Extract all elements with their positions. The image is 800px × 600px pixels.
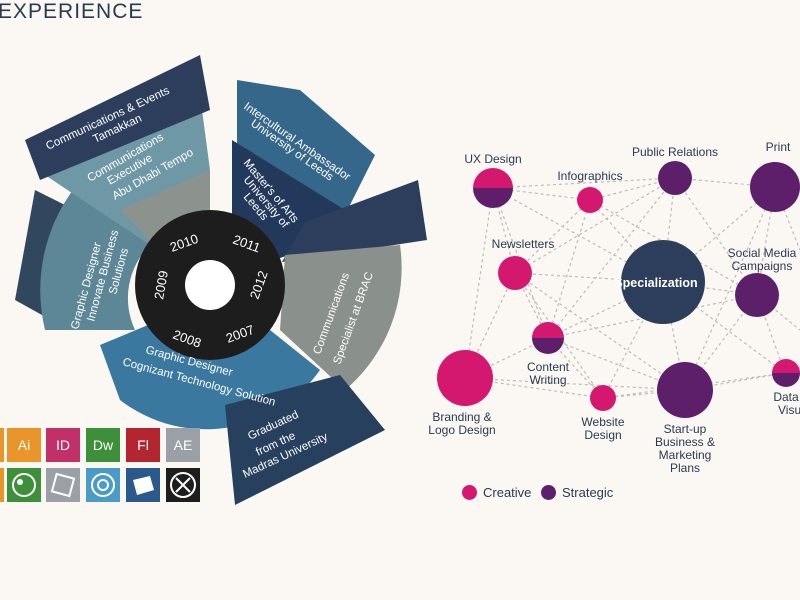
id-icon: ID [46, 428, 80, 462]
label-specialization: Specialization [614, 276, 697, 290]
ai-icon: Ai [7, 428, 41, 462]
network-nodes [437, 161, 800, 418]
creative-dot-icon [462, 485, 477, 500]
ae-icon: AE [166, 428, 200, 462]
label-startup-2: Business & [655, 435, 715, 449]
label-startup-4: Plans [670, 461, 700, 475]
label-infographics: Infographics [557, 169, 622, 183]
svg-text:Fl: Fl [137, 437, 149, 453]
label-newsletters: Newsletters [492, 237, 555, 251]
node-content-writing [532, 322, 564, 354]
label-branding-1: Branding & [432, 410, 491, 424]
node-specialization [621, 240, 705, 324]
label-branding-2: Logo Design [428, 423, 495, 437]
legend-strategic: Strategic [541, 485, 613, 500]
green-app-icon [7, 468, 41, 502]
strategic-dot-icon [541, 485, 556, 500]
label-ux-design: UX Design [464, 152, 521, 166]
node-data-visualization [772, 359, 800, 387]
label-content-2: Writing [529, 373, 566, 387]
label-print: Print [766, 140, 791, 154]
dw-icon: Dw [86, 428, 120, 462]
orange-tile-icon [0, 428, 4, 462]
segment-madras [225, 375, 385, 505]
svg-text:Ai: Ai [18, 437, 30, 453]
misc-tile-icon [0, 468, 4, 502]
year-2009: 2009 [151, 269, 171, 300]
blue-app-icon [86, 468, 120, 502]
svg-text:ID: ID [56, 437, 70, 453]
segment-intercultural [237, 80, 375, 215]
label-website-2: Design [584, 428, 621, 442]
label-social-media-2: Campaigns [732, 259, 793, 273]
experience-wheel: 2010 2011 2012 2007 2008 2009 Communicat… [15, 55, 427, 505]
node-branding [437, 350, 493, 406]
gray-app-icon [46, 468, 80, 502]
segment-brac [280, 245, 402, 390]
legend-creative: Creative [462, 485, 531, 500]
page-title: EXPERIENCE [0, 0, 144, 23]
network-labels: UX Design Infographics Public Relations … [428, 140, 800, 475]
svg-text:AE: AE [174, 437, 193, 453]
label-content-1: Content [527, 360, 570, 374]
year-ring-inner [185, 260, 235, 310]
label-public-relations: Public Relations [632, 145, 718, 159]
legend-creative-label: Creative [483, 485, 532, 500]
segment-flag [282, 180, 427, 262]
label-data-2: Visualiza [778, 403, 800, 417]
label-website-1: Website [581, 415, 624, 429]
node-social-media [735, 273, 779, 317]
software-icons: Ai ID Dw Fl AE [0, 428, 200, 502]
label-social-media-1: Social Media [728, 246, 797, 260]
node-public-relations [658, 161, 692, 195]
label-data-1: Data [773, 390, 799, 404]
node-startup [657, 362, 713, 418]
node-infographics [577, 187, 603, 213]
label-startup-1: Start-up [664, 422, 707, 436]
node-print [750, 162, 800, 212]
legend-strategic-label: Strategic [562, 485, 614, 500]
svg-text:Dw: Dw [93, 437, 114, 453]
black-app-icon [166, 468, 200, 502]
fl-icon: Fl [126, 428, 160, 462]
node-ux-design [473, 168, 513, 208]
segment-innovate [40, 170, 150, 330]
segment-tamakkan [25, 55, 210, 180]
label-startup-3: Marketing [659, 448, 712, 462]
node-website-design [590, 385, 616, 411]
node-newsletters [498, 256, 532, 290]
navy-app-icon [126, 468, 160, 502]
